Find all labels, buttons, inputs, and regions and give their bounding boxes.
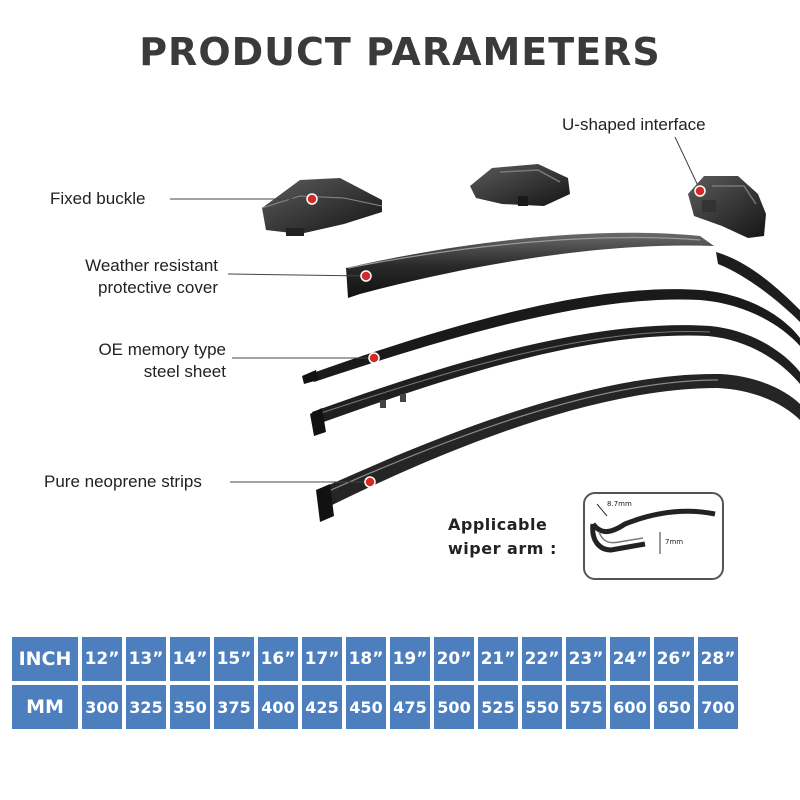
inch-cell: 28”: [698, 637, 738, 681]
mm-cell: 400: [258, 685, 298, 729]
leader-lines: [170, 136, 701, 483]
mm-cell: 475: [390, 685, 430, 729]
protective-cover-label-line2: protective cover: [98, 278, 218, 297]
u-interface-label: U-shaped interface: [562, 115, 706, 134]
rubber-strip-part: [316, 373, 800, 522]
inch-cell: 22”: [522, 637, 562, 681]
mm-cell: 375: [214, 685, 254, 729]
protective-cover-label: Weather resistant protective cover: [40, 255, 218, 299]
neoprene-strips-label: Pure neoprene strips: [44, 472, 202, 491]
protective-cover-part: [346, 232, 800, 322]
mm-cell: 450: [346, 685, 386, 729]
inch-cell: 24”: [610, 637, 650, 681]
wiper-arm-illustration: 8.7mm 7mm: [583, 492, 724, 580]
marker-dot: [368, 352, 380, 364]
inch-cell: 12”: [82, 637, 122, 681]
marker-dot: [364, 476, 376, 488]
mm-cell: 650: [654, 685, 694, 729]
inch-cell: 21”: [478, 637, 518, 681]
inch-cell: 13”: [126, 637, 166, 681]
inch-cell: 16”: [258, 637, 298, 681]
arm-height-dimension: 7mm: [665, 538, 684, 546]
mm-header: MM: [12, 685, 78, 729]
inch-cell: 14”: [170, 637, 210, 681]
wiper-arm-hook-drawing: [590, 503, 716, 554]
arm-width-dimension: 8.7mm: [607, 500, 632, 508]
inch-cell: 26”: [654, 637, 694, 681]
u-interface-part: [688, 176, 766, 238]
steel-sheet-part: [302, 289, 800, 384]
mm-cell: 550: [522, 685, 562, 729]
inch-cell: 18”: [346, 637, 386, 681]
mm-cell: 350: [170, 685, 210, 729]
marker-dot: [694, 185, 706, 197]
protective-cover-label-line1: Weather resistant: [85, 256, 218, 275]
inch-cell: 19”: [390, 637, 430, 681]
frame-rail-part: [310, 325, 800, 436]
fixed-buckle-part: [261, 178, 383, 236]
steel-sheet-label-line1: OE memory type: [98, 340, 226, 359]
marker-dot: [360, 270, 372, 282]
mm-cell: 600: [610, 685, 650, 729]
wiper-exploded-diagram: [170, 136, 800, 522]
mm-cell: 300: [82, 685, 122, 729]
inch-cell: 23”: [566, 637, 606, 681]
fixed-buckle-label: Fixed buckle: [50, 189, 146, 208]
wiper-arm-label: Applicable wiper arm :: [448, 513, 557, 561]
inch-header: INCH: [12, 637, 78, 681]
mm-cell: 425: [302, 685, 342, 729]
steel-sheet-label: OE memory type steel sheet: [40, 339, 226, 383]
mm-cell: 700: [698, 685, 738, 729]
steel-sheet-label-line2: steel sheet: [143, 362, 226, 381]
size-table: INCH 12” 13” 14” 15” 16” 17” 18” 19” 20”…: [8, 633, 742, 733]
mm-row: MM 300 325 350 375 400 425 450 475 500 5…: [12, 685, 738, 729]
inch-cell: 17”: [302, 637, 342, 681]
marker-dot: [306, 193, 318, 205]
page-title: PRODUCT PARAMETERS: [139, 30, 661, 74]
wiper-arm-label-line2: wiper arm :: [448, 539, 557, 558]
adapter-part: [470, 164, 570, 206]
mm-cell: 575: [566, 685, 606, 729]
mm-cell: 500: [434, 685, 474, 729]
mm-cell: 525: [478, 685, 518, 729]
mm-cell: 325: [126, 685, 166, 729]
inch-row: INCH 12” 13” 14” 15” 16” 17” 18” 19” 20”…: [12, 637, 738, 681]
inch-cell: 20”: [434, 637, 474, 681]
inch-cell: 15”: [214, 637, 254, 681]
wiper-arm-label-line1: Applicable: [448, 515, 548, 534]
